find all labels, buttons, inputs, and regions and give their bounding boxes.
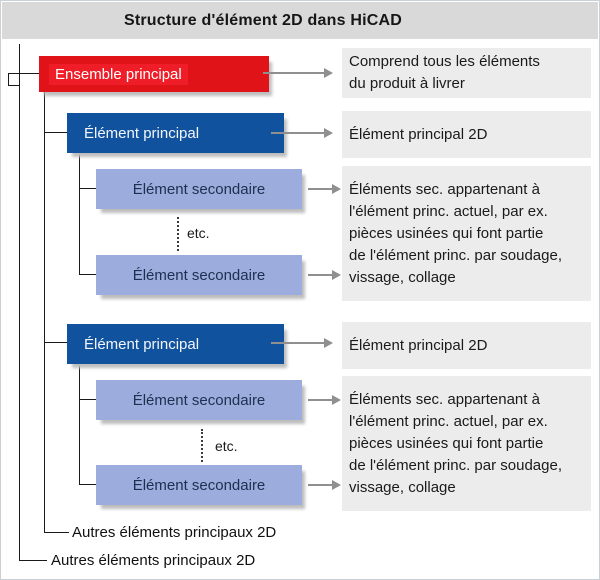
- node-element-secondaire-3: Élément secondaire: [96, 380, 302, 420]
- node-element-secondaire-3-label: Élément secondaire: [132, 391, 266, 409]
- node-ensemble-principal-label: Ensemble principal: [49, 63, 188, 85]
- arrow-right-icon: [271, 338, 333, 348]
- node-element-principal-2-label: Élément principal: [84, 335, 200, 353]
- leaf-autres-elements-2: Autres éléments principaux 2D: [51, 552, 256, 569]
- tree-line: [44, 132, 68, 134]
- node-element-secondaire-2: Élément secondaire: [96, 255, 302, 295]
- dotted-continuation-line: [177, 217, 179, 251]
- arrow-right-icon: [271, 128, 333, 138]
- arrow-right-icon: [263, 68, 333, 78]
- description-secondaires-1: Éléments sec. appartenant à l'élément pr…: [342, 166, 591, 301]
- arrow-right-icon: [308, 480, 341, 490]
- tree-line: [19, 560, 47, 562]
- title-bar: [2, 2, 598, 39]
- tree-line: [79, 484, 97, 486]
- arrow-right-icon: [308, 184, 341, 194]
- node-element-secondaire-2-label: Élément secondaire: [132, 266, 266, 284]
- description-element-principal-2: Élément principal 2D: [342, 322, 591, 369]
- tree-line: [44, 532, 69, 534]
- node-element-principal-1: Élément principal: [67, 113, 284, 153]
- tree-line: [8, 85, 20, 87]
- tree-line: [79, 274, 97, 276]
- page-title: Structure d'élément 2D dans HiCAD: [123, 12, 402, 29]
- tree-branch-line: [79, 364, 81, 485]
- leaf-autres-elements-1: Autres éléments principaux 2D: [72, 524, 277, 541]
- description-element-principal-1: Élément principal 2D: [342, 111, 591, 158]
- node-element-secondaire-1: Élément secondaire: [96, 169, 302, 209]
- tree-line: [44, 342, 68, 344]
- tree-trunk-line: [19, 44, 21, 561]
- arrow-right-icon: [308, 395, 341, 405]
- node-ensemble-principal: Ensemble principal: [39, 56, 269, 92]
- tree-line: [8, 73, 10, 86]
- description-ensemble: Comprend tous les éléments du produit à …: [342, 48, 591, 98]
- tree-branch-line: [44, 92, 46, 533]
- tree-line: [8, 73, 39, 75]
- node-element-secondaire-1-label: Élément secondaire: [132, 180, 266, 198]
- arrow-right-icon: [308, 270, 341, 280]
- node-element-principal-2: Élément principal: [67, 324, 284, 364]
- etc-label: etc.: [215, 438, 238, 454]
- tree-line: [79, 188, 97, 190]
- node-element-secondaire-4: Élément secondaire: [96, 465, 302, 505]
- tree-branch-line: [79, 153, 81, 275]
- tree-line: [79, 399, 97, 401]
- etc-label: etc.: [187, 225, 210, 241]
- node-element-principal-1-label: Élément principal: [84, 124, 200, 142]
- node-element-secondaire-4-label: Élément secondaire: [132, 476, 266, 494]
- dotted-continuation-line: [201, 429, 203, 462]
- description-secondaires-2: Éléments sec. appartenant à l'élément pr…: [342, 376, 591, 511]
